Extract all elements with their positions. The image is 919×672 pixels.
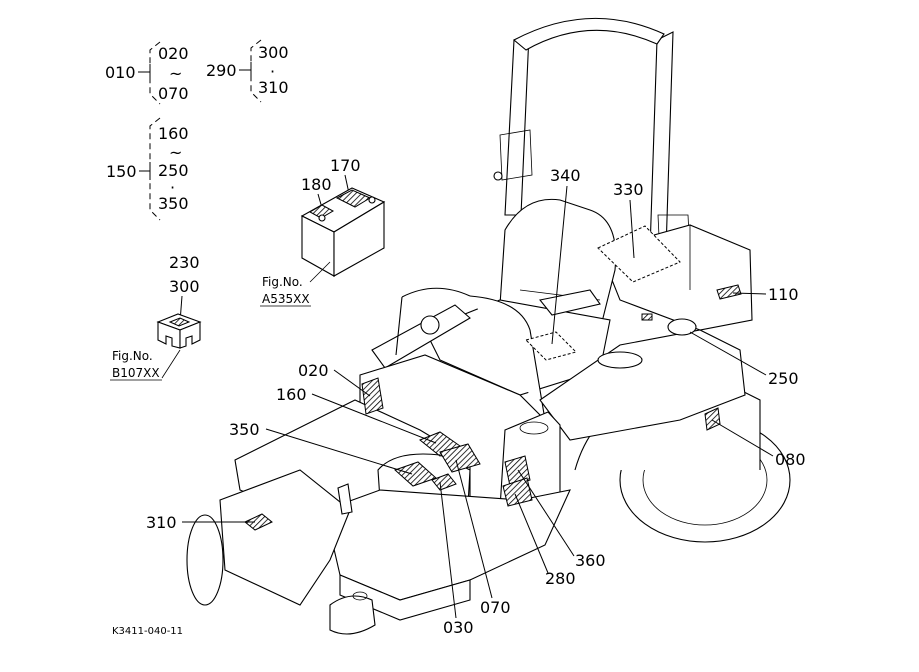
ref-300: 300 — [258, 43, 289, 62]
decal-350 — [439, 443, 481, 473]
decal-310 — [244, 513, 273, 531]
ref-350: 350 — [158, 194, 189, 213]
range-sep: ~ — [169, 143, 182, 162]
group-290: 290 300 · 310 — [206, 39, 289, 103]
fig-label: Fig.No. — [262, 275, 303, 289]
decal-080 — [704, 407, 721, 431]
ref-080: 080 — [775, 450, 806, 469]
ref-010: 010 — [105, 63, 136, 82]
decal-340 — [525, 331, 577, 361]
ref-250: 250 — [158, 161, 189, 180]
battery-inset: 170 180 Fig.No. A535XX — [260, 156, 386, 307]
ref-350: 350 — [229, 420, 260, 439]
list-sep: · — [270, 62, 275, 81]
decal-330 — [597, 225, 681, 283]
ref-150: 150 — [106, 162, 137, 181]
ref-030: 030 — [443, 618, 474, 637]
ref-330: 330 — [613, 180, 644, 199]
bracket-inset: 230 300 Fig.No. B107XX — [110, 253, 202, 381]
ref-280: 280 — [545, 569, 576, 588]
fig-number: A535XX — [262, 292, 310, 306]
ref-300: 300 — [169, 277, 200, 296]
ref-160: 160 — [276, 385, 307, 404]
ref-290: 290 — [206, 61, 237, 80]
ref-310: 310 — [146, 513, 177, 532]
fig-label: Fig.No. — [112, 349, 153, 363]
ref-340: 340 — [550, 166, 581, 185]
fig-number: B107XX — [112, 366, 160, 380]
ref-180: 180 — [301, 175, 332, 194]
decal-030 — [431, 473, 457, 491]
ref-230: 230 — [169, 253, 200, 272]
ref-160: 160 — [158, 124, 189, 143]
decal-110 — [716, 284, 742, 300]
callouts: 340 330 110 250 080 020 160 350 310 360 … — [146, 166, 806, 637]
decal-020 — [361, 377, 384, 415]
range-sep: ~ — [169, 64, 182, 83]
drawing-code: K3411-040-11 — [112, 626, 183, 637]
list-sep: · — [170, 178, 175, 197]
ref-360: 360 — [575, 551, 606, 570]
mower-drawing — [186, 17, 791, 635]
ref-070: 070 — [480, 598, 511, 617]
ref-070: 070 — [158, 84, 189, 103]
decal-tank — [641, 313, 653, 321]
ref-170: 170 — [330, 156, 361, 175]
decal-280 — [502, 477, 533, 507]
ref-110: 110 — [768, 285, 799, 304]
ref-250: 250 — [768, 369, 799, 388]
group-010: 010 020 ~ 070 — [105, 41, 189, 105]
ref-020: 020 — [298, 361, 329, 380]
ref-310: 310 — [258, 78, 289, 97]
ref-020: 020 — [158, 44, 189, 63]
group-150: 150 160 ~ 250 · 350 — [106, 117, 189, 221]
decals — [244, 225, 742, 531]
